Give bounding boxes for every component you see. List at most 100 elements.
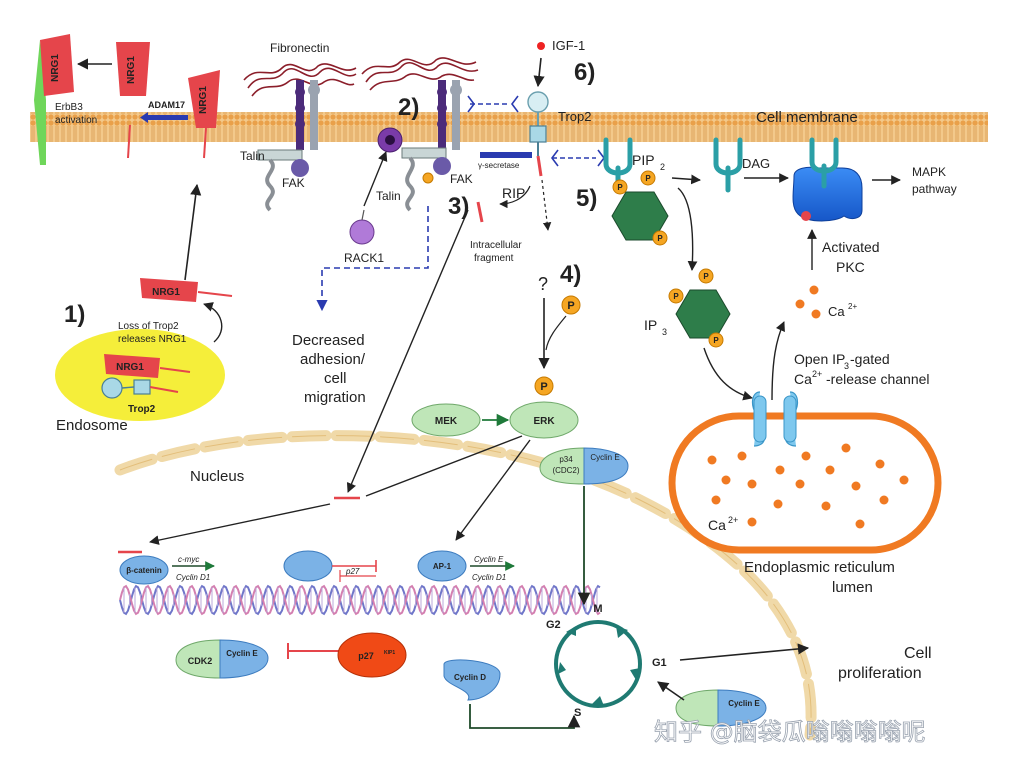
cyclin-e-label-1: Cyclin E: [590, 453, 619, 462]
mek-label: MEK: [435, 416, 458, 427]
releases-nrg1-label: releases NRG1: [118, 334, 187, 345]
integrin-2: [437, 80, 462, 150]
nrg1-endosome-bound: NRG1: [104, 354, 191, 378]
endosome-label: Endosome: [56, 417, 128, 434]
ap1-node: AP-1: [417, 550, 467, 582]
fibronectin-label: Fibronectin: [270, 41, 329, 55]
p-label-6: P: [703, 272, 709, 281]
lumen-label: lumen: [832, 579, 873, 596]
trop2-endosome-label: Trop2: [128, 404, 156, 415]
talin-2: [401, 147, 451, 212]
trop2-endosome: [101, 377, 179, 399]
cdk-cyclin-e-bottom: Cyclin E: [675, 689, 767, 727]
cell-cycle-arrows: [558, 626, 640, 706]
cyclin-e-label-2: Cyclin E: [226, 649, 258, 658]
cdc2-label: (CDC2): [552, 466, 579, 475]
adhesion-label: adhesion/: [300, 351, 366, 368]
cdk2-label: CDK2: [188, 656, 213, 666]
p-label-1: P: [567, 300, 574, 312]
p-label-4: P: [645, 174, 651, 183]
gamma-secretase-bar: [480, 152, 532, 158]
mapk-label: MAPK: [912, 165, 946, 179]
pip2-label: PIP: [632, 152, 655, 168]
watermark: 知乎 @脑袋瓜嗡嗡嗡嗡呢: [654, 718, 926, 746]
calcium-ions-cytosol: [795, 285, 821, 319]
activated-label: Activated: [822, 239, 880, 255]
step-1-label: 1): [64, 301, 85, 328]
ca-sup-label-1: 2+: [848, 302, 857, 311]
cell-label: cell: [324, 370, 347, 387]
p34-cyclin-e-complex: p34 (CDC2) Cyclin E: [539, 447, 629, 485]
calcium-ions-er: [707, 443, 909, 529]
fragment-label: fragment: [474, 253, 514, 264]
phase-g1-label: G1: [652, 657, 667, 669]
fibronectin-1: [243, 63, 357, 97]
p-label-3: P: [617, 183, 623, 192]
cyclin-d-label: Cyclin D: [454, 673, 486, 682]
ip3-sub-label: 3: [662, 327, 667, 337]
nrg1-endosome-free: NRG1: [140, 278, 233, 302]
phase-s-label: S: [574, 707, 581, 719]
ca-sup-label-2: 2+: [728, 515, 738, 525]
fibronectin-2: [361, 57, 479, 91]
p34-label: p34: [559, 455, 573, 464]
trop2-label: Trop2: [558, 109, 591, 124]
p27-label: p27: [345, 567, 360, 576]
adam17-arrow: [140, 112, 188, 123]
open-channel-label-1sub: 3: [844, 361, 849, 371]
fak-label-1: FAK: [282, 176, 305, 190]
proliferation-label: proliferation: [838, 665, 922, 682]
beta-catenin-node: β-catenin: [118, 550, 169, 585]
cell-membrane: [30, 112, 988, 142]
talin-label-2: Talin: [376, 189, 401, 203]
p-label-8: P: [713, 336, 719, 345]
igf1-ligand: [537, 42, 545, 50]
nrg1-membrane: NRG1: [188, 70, 220, 159]
erbb3-receptor: [34, 40, 46, 165]
erbb3-label: ErbB3: [55, 102, 83, 113]
pip2-hexagon: P P P: [611, 170, 669, 246]
open-channel-label-2sup: 2+: [812, 369, 822, 379]
adam17-label: ADAM17: [148, 100, 185, 110]
p-label-5: P: [657, 234, 663, 243]
pip2-sub-label: 2: [660, 162, 665, 172]
step-3-label: 3): [448, 193, 469, 220]
cyclin-d-node: Cyclin D: [443, 659, 501, 701]
cyclin-d1-label-1: Cyclin D1: [176, 573, 210, 582]
beta-catenin-label: β-catenin: [126, 566, 162, 575]
nrg1-released: NRG1: [40, 34, 74, 96]
nucleus-label: Nucleus: [190, 468, 244, 485]
open-channel-label-1a: Open IP: [794, 351, 845, 367]
cdk2-cyclin-e-complex: CDK2 Cyclin E: [175, 639, 269, 679]
p27kip1-label: p27: [358, 651, 374, 661]
cell-label-2: Cell: [904, 645, 932, 662]
cyclin-e-label-3: Cyclin E: [728, 699, 760, 708]
ip3-label: IP: [644, 317, 657, 333]
dag-receptor: [713, 137, 743, 193]
erk-node: ERK P: [509, 376, 579, 439]
gamma-secretase-label: γ-secretase: [478, 161, 520, 170]
fak-label-2: FAK: [450, 172, 473, 186]
dna-helix: [119, 584, 601, 616]
nrg1-label-5: NRG1: [116, 362, 144, 373]
cell-membrane-label: Cell membrane: [756, 109, 858, 126]
step-6-label: 6): [574, 59, 595, 86]
cyclin-d1-label-2: Cyclin D1: [472, 573, 506, 582]
pathway-label: pathway: [912, 182, 957, 196]
p-label-7: P: [673, 292, 679, 301]
pkc-protein: [792, 137, 863, 222]
phase-m-label: M: [593, 603, 602, 615]
nrg1-label-1: NRG1: [50, 54, 61, 82]
step-2-label: 2): [398, 94, 419, 121]
cyclin-e-gene-label: Cyclin E: [474, 555, 504, 564]
nrg1-stub: [127, 124, 131, 159]
p27kip1-sup-label: KIP1: [384, 650, 395, 656]
intracellular-fragment: [476, 201, 484, 223]
ca-label-1: Ca: [828, 304, 845, 319]
trop2-receptor: [527, 91, 549, 177]
migration-label: migration: [304, 389, 366, 406]
dag-label: DAG: [742, 156, 770, 171]
rip-label: RIP: [502, 185, 525, 201]
